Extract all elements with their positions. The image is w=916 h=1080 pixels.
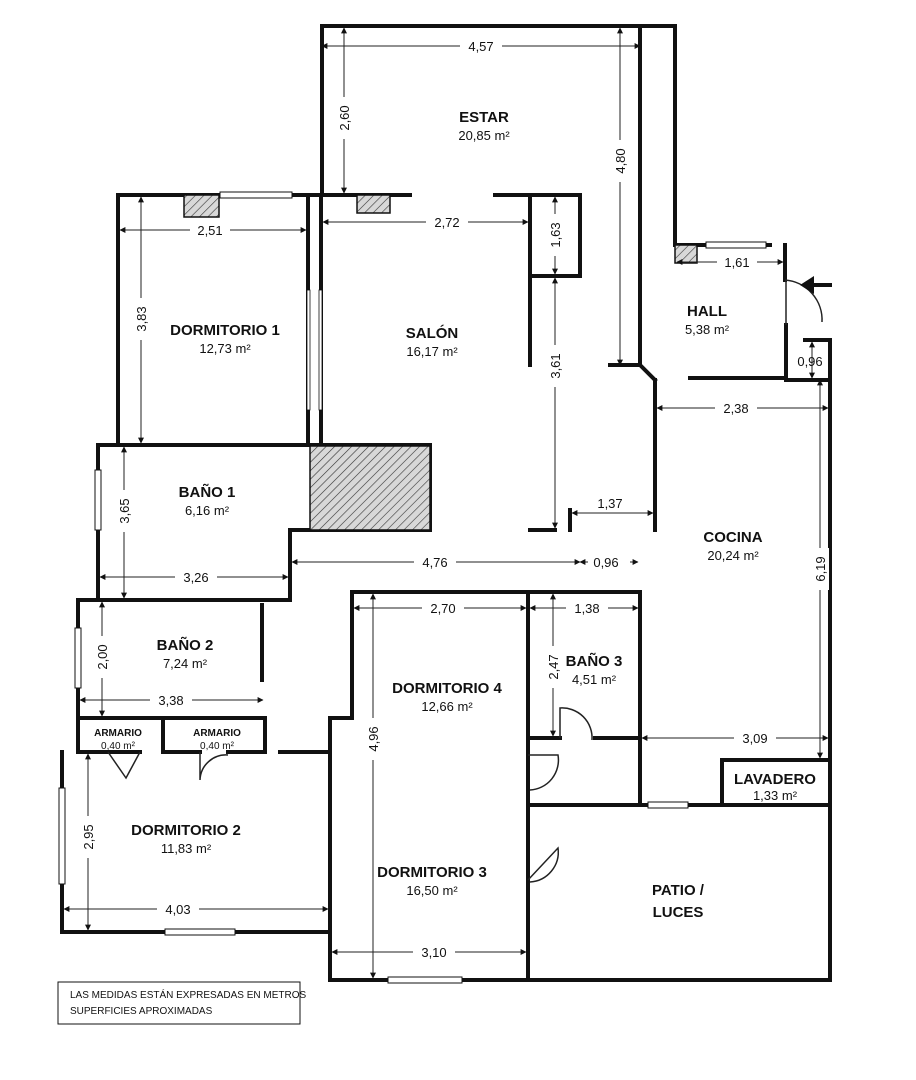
dim-bano1-height: 3,65	[117, 498, 132, 523]
room-dormitorio1-area: 12,73 m²	[199, 341, 251, 356]
dim-dorm4-height: 4,96	[366, 726, 381, 751]
note-line2: SUPERFICIES APROXIMADAS	[70, 1006, 213, 1017]
dim-estar-depth: 2,60	[337, 105, 352, 130]
dim-dorm1-height: 3,83	[134, 306, 149, 331]
room-bano1-area: 6,16 m²	[185, 503, 230, 518]
room-dormitorio2-area: 11,83 m²	[161, 841, 212, 856]
dim-hall-step: 0,96	[797, 354, 822, 369]
room-labels: ESTAR 20,85 m² DORMITORIO 1 12,73 m² SAL…	[94, 109, 816, 921]
dim-estar-width: 4,57	[468, 39, 493, 54]
room-bano2-name: BAÑO 2	[157, 636, 214, 654]
dim-dorm1-width: 2,51	[197, 223, 222, 238]
chimneys	[183, 194, 698, 531]
note-line1: LAS MEDIDAS ESTÁN EXPRESADAS EN METROS	[70, 988, 306, 1001]
room-dormitorio3-name: DORMITORIO 3	[377, 864, 487, 881]
room-armario1-name: ARMARIO	[94, 728, 142, 739]
dim-bano3-height: 2,47	[546, 654, 561, 679]
room-estar-name: ESTAR	[459, 109, 509, 126]
dim-salon-step: 1,37	[597, 496, 622, 511]
room-patio-line2: LUCES	[653, 904, 704, 921]
room-bano3-area: 4,51 m²	[572, 672, 617, 687]
room-estar-area: 20,85 m²	[458, 128, 510, 143]
dim-corridor-width: 4,76	[422, 555, 447, 570]
dim-estar-right: 4,80	[613, 148, 628, 173]
doors	[107, 279, 823, 883]
room-salon-name: SALÓN	[406, 324, 459, 342]
room-dormitorio1-name: DORMITORIO 1	[170, 322, 280, 339]
room-armario1-area: 0,40 m²	[101, 741, 136, 752]
dim-cocina-bottom: 3,09	[742, 731, 767, 746]
entrance-arrow-icon	[800, 276, 832, 294]
room-armario2-name: ARMARIO	[193, 728, 241, 739]
room-patio-line1: PATIO /	[652, 882, 705, 899]
room-hall-name: HALL	[687, 303, 727, 320]
dim-corridor-step: 0,96	[593, 555, 618, 570]
dim-closet-depth: 1,63	[548, 222, 563, 247]
dim-hall-width: 1,61	[724, 255, 749, 270]
dim-dorm2-width: 4,03	[165, 902, 190, 917]
note-box: LAS MEDIDAS ESTÁN EXPRESADAS EN METROS S…	[57, 981, 306, 1025]
dim-dorm3-width: 3,10	[421, 945, 446, 960]
room-lavadero-area: 1,33 m²	[753, 788, 798, 803]
room-armario2-area: 0,40 m²	[200, 741, 235, 752]
room-bano2-area: 7,24 m²	[163, 656, 208, 671]
room-dormitorio2-name: DORMITORIO 2	[131, 822, 241, 839]
dim-dorm2-height: 2,95	[81, 824, 96, 849]
dim-salon-height: 3,61	[548, 353, 563, 378]
windows	[58, 191, 767, 984]
room-salon-area: 16,17 m²	[406, 344, 458, 359]
dim-salon-width: 2,72	[434, 215, 459, 230]
dim-dorm4-width: 2,70	[430, 601, 455, 616]
dim-bano2-width: 3,38	[158, 693, 183, 708]
room-lavadero-name: LAVADERO	[734, 771, 816, 788]
dim-bano1-width: 3,26	[183, 570, 208, 585]
room-cocina-name: COCINA	[703, 529, 762, 546]
dim-cocina-top: 2,38	[723, 401, 748, 416]
room-bano3-name: BAÑO 3	[566, 652, 623, 670]
room-bano1-name: BAÑO 1	[179, 483, 236, 501]
room-dormitorio3-area: 16,50 m²	[406, 883, 458, 898]
room-dormitorio4-name: DORMITORIO 4	[392, 680, 502, 697]
dim-bano2-height: 2,00	[95, 644, 110, 669]
room-hall-area: 5,38 m²	[685, 322, 730, 337]
dim-cocina-height: 6,19	[813, 556, 828, 581]
room-cocina-area: 20,24 m²	[707, 548, 759, 563]
walls	[60, 24, 832, 982]
dim-bano3-width: 1,38	[574, 601, 599, 616]
room-dormitorio4-area: 12,66 m²	[421, 699, 473, 714]
dimension-labels: 4,57 2,60 4,80 2,51 3,83 2,72 1,63 1,61 …	[79, 37, 829, 961]
